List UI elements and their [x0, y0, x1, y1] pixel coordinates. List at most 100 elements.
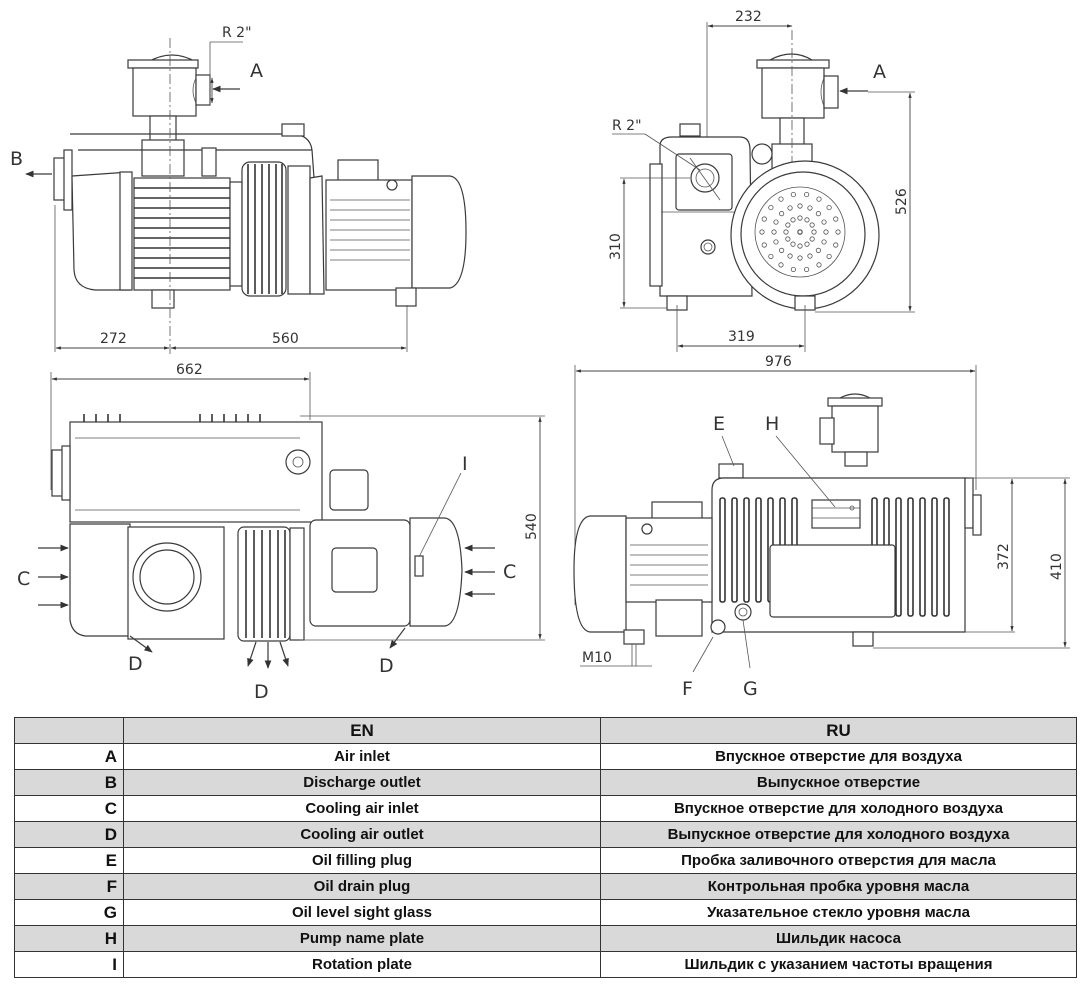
- table-row: F Oil drain plug Контрольная пробка уров…: [14, 873, 1077, 900]
- header-key: [14, 717, 124, 744]
- fin-slot: [743, 497, 750, 603]
- dim-232: 232: [735, 9, 762, 25]
- top-view: 662 I: [17, 362, 545, 703]
- table-row: A Air inlet Впускное отверстие для возду…: [14, 743, 1077, 770]
- fan-hole: [787, 205, 793, 211]
- fan-cover-holes: [759, 191, 841, 273]
- legend-table: EN RU A Air inlet Впускное отверстие для…: [14, 717, 1077, 978]
- fan-hole: [768, 204, 774, 211]
- label-d-right: D: [379, 655, 394, 677]
- label-r2-side: R 2": [222, 25, 252, 41]
- fan-hole: [787, 253, 793, 259]
- row-en: Pump name plate: [123, 925, 601, 952]
- row-ru: Выпускное отверстие для холодного воздух…: [600, 821, 1077, 848]
- table-row: D Cooling air outlet Выпускное отверстие…: [14, 821, 1077, 848]
- row-key: B: [14, 769, 124, 796]
- motor-fins: [330, 199, 410, 261]
- row-en: Oil level sight glass: [123, 899, 601, 926]
- legend-header-row: EN RU: [14, 717, 1077, 744]
- fin-slot: [755, 497, 762, 603]
- side-view: R 2" A B: [10, 25, 467, 355]
- dim-662: 662: [176, 362, 203, 378]
- row-key: I: [14, 951, 124, 978]
- fan-hole: [761, 216, 767, 222]
- row-ru: Контрольная пробка уровня масла: [600, 873, 1077, 900]
- label-f: F: [682, 678, 693, 700]
- dim-976: 976: [765, 354, 792, 370]
- table-row: E Oil filling plug Пробка заливочного от…: [14, 847, 1077, 874]
- fin-slot: [919, 497, 926, 617]
- row-en: Oil drain plug: [123, 873, 601, 900]
- label-i: I: [462, 453, 468, 475]
- row-ru: Шильдик насоса: [600, 925, 1077, 952]
- row-key: F: [14, 873, 124, 900]
- row-ru: Впускное отверстие для холодного воздуха: [600, 795, 1077, 822]
- fin-slot: [931, 497, 938, 617]
- row-key: H: [14, 925, 124, 952]
- fan-hole: [809, 236, 815, 242]
- fan-hole: [797, 203, 803, 209]
- fan-hole: [790, 217, 796, 223]
- row-ru: Указательное стекло уровня масла: [600, 899, 1077, 926]
- row-en: Air inlet: [123, 743, 601, 770]
- fan-hole: [783, 229, 789, 235]
- header-en: EN: [123, 717, 601, 744]
- row-ru: Шильдик с указанием частоты вращения: [600, 951, 1077, 978]
- row-key: D: [14, 821, 124, 848]
- row-key: A: [14, 743, 124, 770]
- fan-hole: [809, 222, 815, 228]
- top-fins: [83, 414, 261, 422]
- fan-hole: [804, 241, 810, 247]
- rear-motor-fins: [630, 544, 708, 586]
- fan-hole: [785, 222, 791, 228]
- fan-hole: [785, 236, 791, 242]
- fin-slot: [895, 497, 902, 617]
- fin-slot: [731, 497, 738, 603]
- fan-hole: [807, 205, 813, 211]
- table-row: G Oil level sight glass Указательное сте…: [14, 899, 1077, 926]
- dim-319: 319: [728, 329, 755, 345]
- fan-hole: [803, 191, 810, 198]
- fan-hole: [804, 217, 810, 223]
- label-a-front: A: [873, 61, 886, 83]
- row-key: G: [14, 899, 124, 926]
- fan-hole: [803, 266, 810, 273]
- label-d-center: D: [254, 681, 269, 703]
- fin-slot: [719, 497, 726, 603]
- fan-hole: [773, 219, 779, 225]
- row-en: Rotation plate: [123, 951, 601, 978]
- dim-540: 540: [524, 513, 540, 540]
- fan-hole: [826, 204, 832, 211]
- fan-hole: [773, 239, 779, 245]
- pump-fins: [134, 187, 230, 279]
- cooling-coil: [241, 161, 287, 297]
- row-key: C: [14, 795, 124, 822]
- air-filter: [127, 54, 211, 177]
- fan-hole: [821, 239, 827, 245]
- fin-slot: [907, 497, 914, 617]
- fan-hole: [759, 229, 765, 235]
- label-c-right: C: [503, 561, 516, 583]
- label-e: E: [713, 413, 725, 435]
- fan-hole: [797, 229, 803, 235]
- dim-410: 410: [1049, 553, 1065, 580]
- front-view: 232 A R 2": [608, 9, 915, 352]
- fan-hole: [797, 243, 803, 249]
- row-ru: Пробка заливочного отверстия для масла: [600, 847, 1077, 874]
- row-en: Discharge outlet: [123, 769, 601, 796]
- table-row: H Pump name plate Шильдик насоса: [14, 925, 1077, 952]
- fan-hole: [815, 211, 821, 217]
- table-row: I Rotation plate Шильдик с указанием час…: [14, 951, 1077, 978]
- fan-hole: [779, 211, 785, 217]
- dim-372: 372: [996, 543, 1012, 570]
- fan-hole: [823, 229, 829, 235]
- fan-hole: [835, 229, 841, 235]
- dim-560: 560: [272, 331, 299, 347]
- row-ru: Выпускное отверстие: [600, 769, 1077, 796]
- technical-drawing: R 2" A B: [10, 9, 1070, 703]
- label-c-left: C: [17, 568, 30, 590]
- dim-272: 272: [100, 331, 127, 347]
- row-en: Cooling air inlet: [123, 795, 601, 822]
- fan-hole: [816, 262, 822, 268]
- table-row: B Discharge outlet Выпускное отверстие: [14, 769, 1077, 796]
